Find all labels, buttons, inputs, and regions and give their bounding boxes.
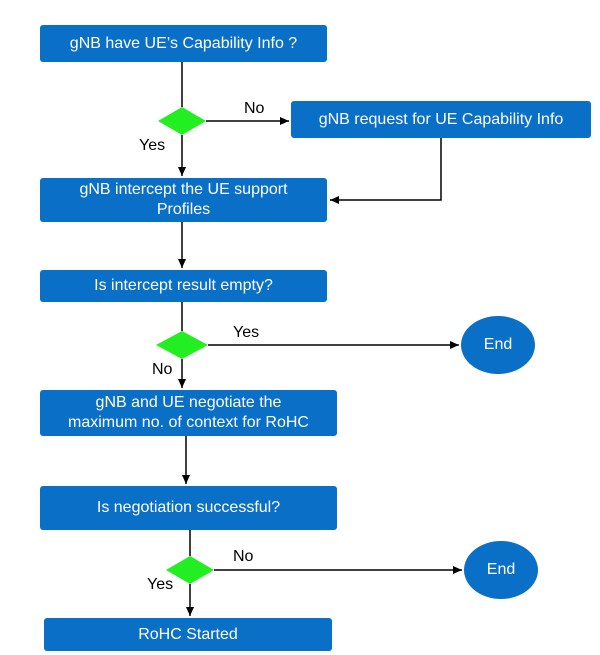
node-request-capability-label: gNB request for UE Capability Info bbox=[318, 110, 564, 128]
node-end-2: End bbox=[464, 541, 538, 599]
edge-request-to-intercept bbox=[330, 138, 442, 204]
node-intercept-label-line2: Profiles bbox=[156, 201, 211, 218]
edge-label-d3-yes: Yes bbox=[147, 576, 174, 593]
node-negotiate-label-line1: gNB and UE negotiate the bbox=[95, 394, 282, 411]
edge-label-d1-no: No bbox=[244, 100, 265, 117]
node-negotiate: gNB and UE negotiate the maximum no. of … bbox=[40, 390, 337, 436]
node-rohc-started-label: RoHC Started bbox=[138, 625, 238, 643]
node-intercept-empty: Is intercept result empty? bbox=[40, 270, 327, 302]
edge-label-d3-no: No bbox=[233, 548, 254, 565]
node-negotiate-label-line2: maximum no. of context for RoHC bbox=[68, 414, 309, 431]
node-request-capability: gNB request for UE Capability Info bbox=[291, 101, 591, 138]
edge-label-d1-yes: Yes bbox=[139, 137, 166, 154]
node-intercept-empty-label: Is intercept result empty? bbox=[94, 277, 273, 294]
decision-diamond-3 bbox=[166, 556, 214, 584]
decision-diamond-2 bbox=[156, 331, 208, 359]
node-rohc-started: RoHC Started bbox=[44, 618, 332, 651]
node-intercept-label-line1: gNB intercept the UE support bbox=[79, 181, 288, 198]
node-have-capability-label: gNB have UE’s Capability Info ? bbox=[69, 34, 298, 52]
node-end-1-label: End bbox=[483, 336, 513, 353]
decision-diamond-1 bbox=[158, 107, 206, 135]
node-end-2-label: End bbox=[486, 561, 516, 578]
edge-label-d2-yes: Yes bbox=[233, 324, 260, 341]
node-end-1: End bbox=[461, 316, 535, 374]
node-intercept-profiles: gNB intercept the UE support Profiles bbox=[40, 178, 327, 222]
node-negotiation-successful: Is negotiation successful? bbox=[40, 486, 337, 530]
node-have-capability: gNB have UE’s Capability Info ? bbox=[40, 25, 327, 62]
edge-label-d2-no: No bbox=[152, 361, 173, 378]
node-negotiation-successful-label: Is negotiation successful? bbox=[96, 499, 281, 516]
